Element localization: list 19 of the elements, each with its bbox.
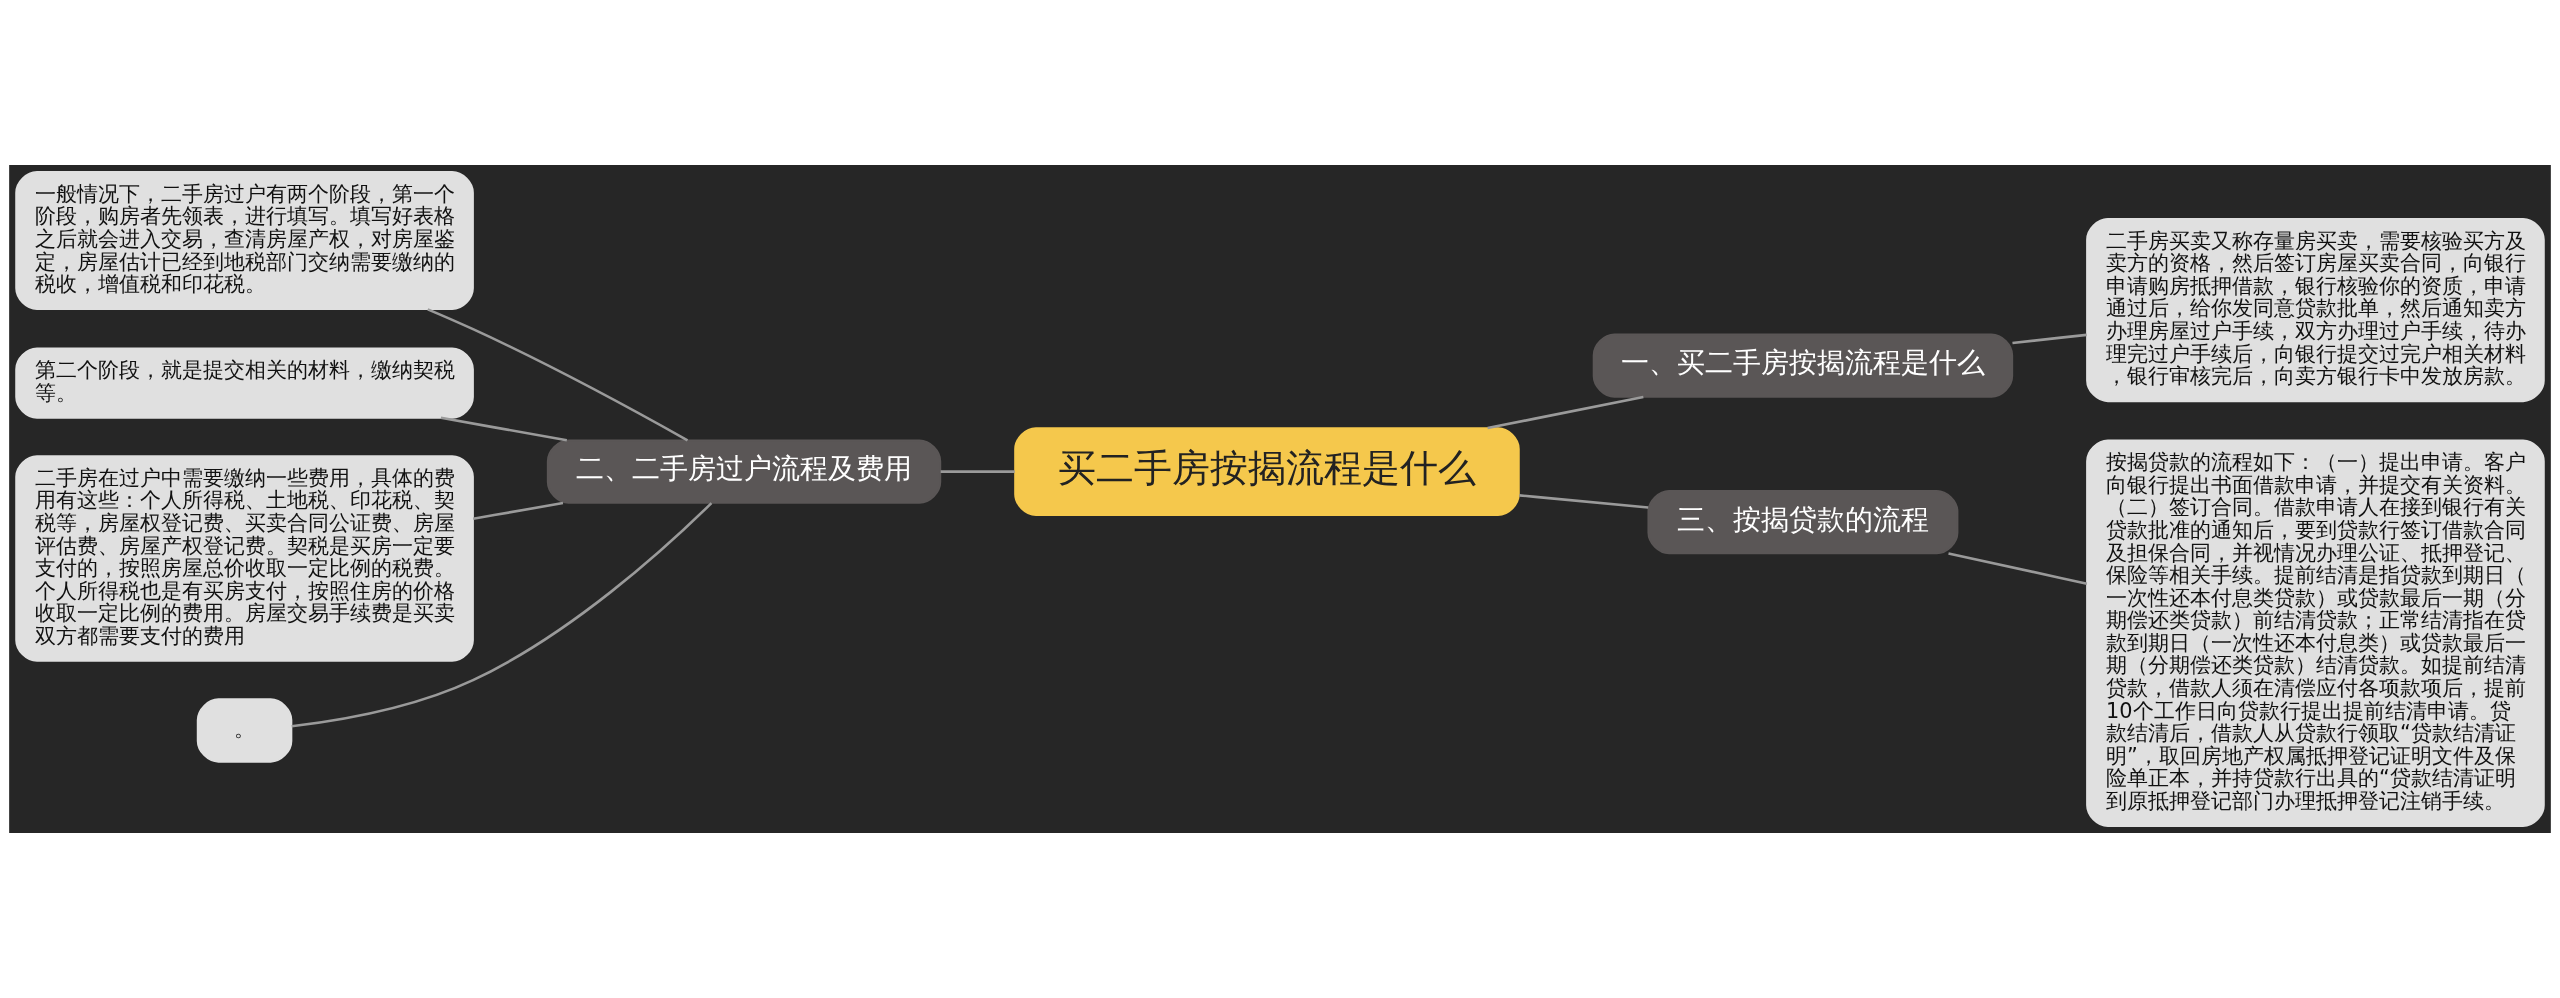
node-box: 一、买二手房按揭流程是什么 (1592, 333, 2014, 398)
node-box: 。 (196, 698, 293, 763)
connector (291, 502, 713, 728)
connector (940, 470, 1015, 473)
node-box: 第二个阶段，就是提交相关的材料，缴纳契税等。 (15, 347, 474, 419)
connector (1487, 395, 1644, 430)
node-box: 三、按揭贷款的流程 (1647, 489, 1959, 555)
connector (1519, 494, 1649, 509)
connector (2012, 333, 2087, 345)
node-box: 二手房在过户中需要缴纳一些费用，具体的费用有这些：个人所得税、土地税、印花税、契税等，房屋权登记费、买卖合同公证费、房屋评估费、房屋产权登记费。契税是买房一定要支付的，按照房屋总价收取一定比例的税费。个人所得税也是有买房支付，按照住房的价格收取一定比例的费用。房屋交易手续费是买卖双方都需要支付的费用 (15, 455, 474, 662)
connector (440, 416, 568, 442)
node-box: 一般情况下，二手房过户有两个阶段，第一个阶段，购房者先领表，进行填写。填写好表格之后就会进入交易，查清房屋产权，对房屋鉴定，房屋估计已经到地税部门交纳需要缴纳的税收，增值税和印花税。 (15, 171, 474, 311)
node-box: 二、二手房过户流程及费用 (546, 439, 942, 504)
connector (427, 308, 689, 442)
node-box: 按揭贷款的流程如下：（一）提出申请。客户向银行提出书面借款申请，并提交有关资料。（二）签订合同。借款申请人在接到银行有关贷款批准的通知后，要到贷款行签订借款合同及担保合同，并视情况办理公证、抵押登记、保险等相关手续。提前结清是指贷款到期日（一次性还本付息类贷款）或贷款最后一期（分期偿还类贷款）前结清贷款；正常结清指在贷款到期日（一次性还本付息类）或贷款最后一期（分期偿还类贷款）结清贷款。如提前结清贷款，借款人须在清偿应付各项款项后，提前10个工作日向贷款行提出提前结清申请。贷款结清后，借款人从贷款行领取“贷款结清证明”，取回房地产权属抵押登记证明文件及保险单正本，并持贷款行出具的“贷款结清证明到原抵押登记部门办理抵押登记注销手续。 (2086, 439, 2545, 827)
connector (1948, 552, 2088, 585)
node-box: 二手房买卖又称存量房买卖，需要核验买方及卖方的资格，然后签订房屋买卖合同，向银行申请购房抵押借款，银行核验你的资质，申请通过后，给你发同意贷款批单，然后通知卖方办理房屋过户手续，双方办理过户手续，待办理完过户手续后，向银行提交过完户相关材料，银行审核完后，向卖方银行卡中发放房款。 (2086, 218, 2545, 403)
connector (473, 501, 564, 521)
node-box: 买二手房按揭流程是什么 (1014, 427, 1520, 516)
